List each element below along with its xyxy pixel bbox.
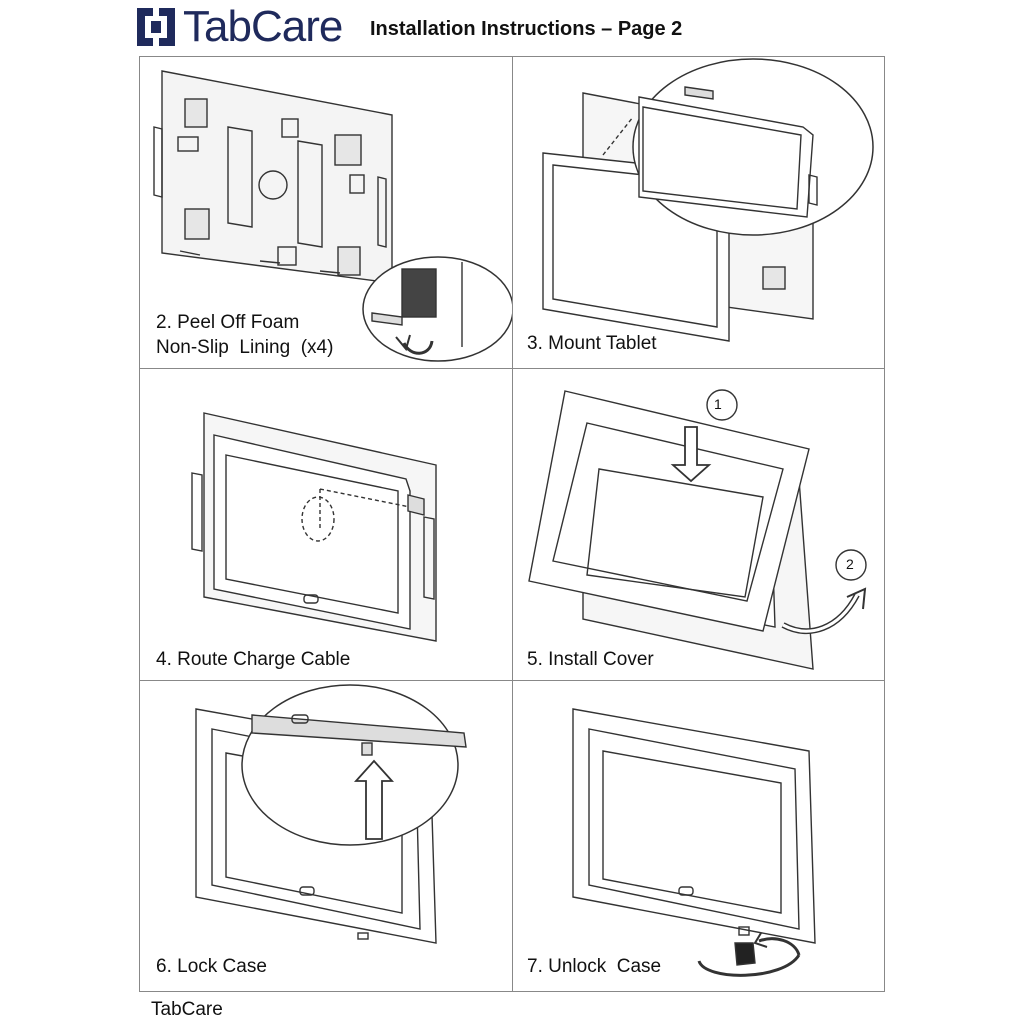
step-3-caption: 3. Mount Tablet <box>527 333 657 354</box>
step-2-panel: 2. Peel Off Foam Non-Slip Lining (x4) <box>140 57 512 368</box>
logo-text: TabCare <box>183 2 343 51</box>
install-cover-illustration <box>528 390 867 670</box>
route-cable-illustration <box>191 412 437 642</box>
step-5-marker-2-label: 2 <box>846 556 854 572</box>
mount-tablet-illustration <box>542 58 874 342</box>
tabcare-logo: TabCare <box>133 2 343 52</box>
step-5-panel: 1 2 5. Install Cover <box>513 369 885 680</box>
step-7-panel: 7. Unlock Case <box>513 681 885 992</box>
tabcare-logo-icon <box>137 8 175 46</box>
unlock-case-illustration <box>572 708 816 977</box>
mounting-plate-illustration <box>153 70 512 362</box>
step-3-panel: 3. Mount Tablet <box>513 57 885 368</box>
grid-divider-vertical <box>512 56 513 992</box>
step-7-caption: 7. Unlock Case <box>527 956 662 977</box>
grid-divider-row1 <box>139 368 885 369</box>
step-6-caption: 6. Lock Case <box>156 956 267 977</box>
page-title: Installation Instructions – Page 2 <box>370 18 683 40</box>
step-4-panel: 4. Route Charge Cable <box>140 369 512 680</box>
grid-divider-row2 <box>139 680 885 681</box>
step-2-caption-line2: Non-Slip Lining (x4) <box>156 337 334 358</box>
step-5-marker-1-label: 1 <box>714 396 722 412</box>
step-4-caption: 4. Route Charge Cable <box>156 649 351 670</box>
step-5-caption: 5. Install Cover <box>527 649 654 670</box>
footer-brand: TabCare <box>151 999 223 1020</box>
lock-case-illustration <box>195 684 467 944</box>
step-6-panel: 6. Lock Case <box>140 681 512 992</box>
step-2-caption-line1: 2. Peel Off Foam <box>156 312 300 333</box>
